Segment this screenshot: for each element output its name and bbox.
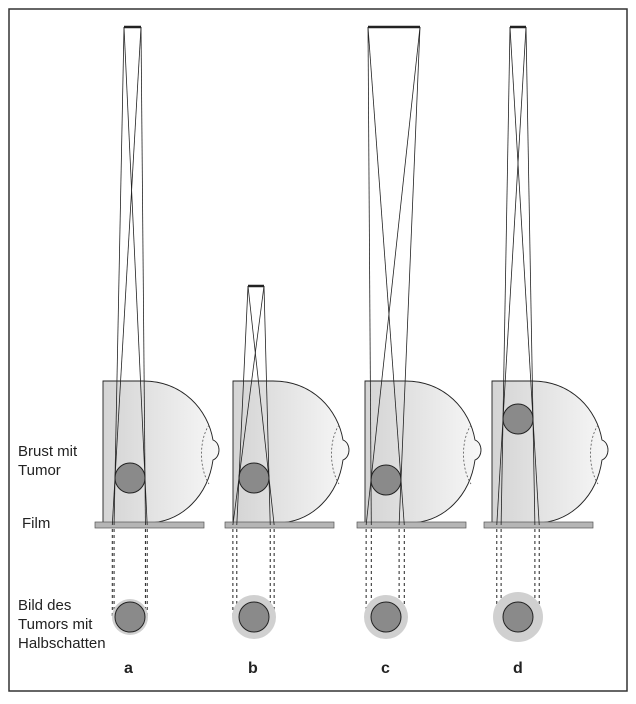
label-film: Film (22, 515, 51, 532)
tumor (502, 403, 534, 435)
label-line: Halbschatten (18, 635, 106, 652)
x-ray-line (140, 26, 146, 526)
panel-label-d: d (513, 660, 523, 677)
x-ray-line (247, 285, 275, 526)
film-plate (94, 521, 205, 529)
film-plate (483, 521, 594, 529)
x-ray-line (263, 285, 271, 526)
x-ray-line (111, 26, 142, 526)
label-line: Tumors mit (18, 616, 93, 633)
panel-label-a: a (124, 660, 133, 677)
label-line: Bild des (18, 597, 72, 614)
x-ray-line (525, 26, 536, 526)
tumor (238, 462, 270, 494)
x-ray-line (509, 26, 540, 526)
panel-label-b: b (248, 660, 258, 677)
x-ray-line (113, 26, 125, 526)
tumor-image (502, 601, 534, 633)
tumor-image (238, 601, 270, 633)
tumor (370, 464, 402, 496)
panel-d (483, 25, 609, 642)
label-line: Tumor (18, 462, 61, 479)
tumor-image (114, 601, 146, 633)
nipple-area-dashed (463, 424, 472, 485)
panel-label-c: c (381, 660, 390, 677)
x-ray-line (496, 26, 527, 526)
label-line: Brust mit (18, 443, 78, 460)
panel-b (224, 284, 350, 639)
nipple-area-dashed (590, 424, 599, 485)
nipple-area-dashed (201, 424, 210, 485)
x-ray-line (236, 285, 249, 526)
panel-a (94, 25, 220, 635)
x-ray-line (398, 26, 421, 526)
label-image-of-tumor: Bild des Tumors mit Halbschatten (18, 596, 106, 653)
tumor-image (370, 601, 402, 633)
tumor (114, 462, 146, 494)
x-ray-line (123, 26, 148, 526)
film-plate (356, 521, 467, 529)
figure-frame (8, 8, 628, 692)
x-ray-line (367, 26, 405, 526)
x-ray-line (367, 26, 372, 526)
nipple-area-dashed (331, 424, 340, 485)
label-breast-with-tumor: Brust mit Tumor (18, 442, 77, 480)
x-ray-line (365, 26, 421, 526)
x-ray-line (500, 26, 511, 526)
panel-c (356, 25, 482, 639)
x-ray-line (232, 285, 265, 526)
film-plate (224, 521, 335, 529)
